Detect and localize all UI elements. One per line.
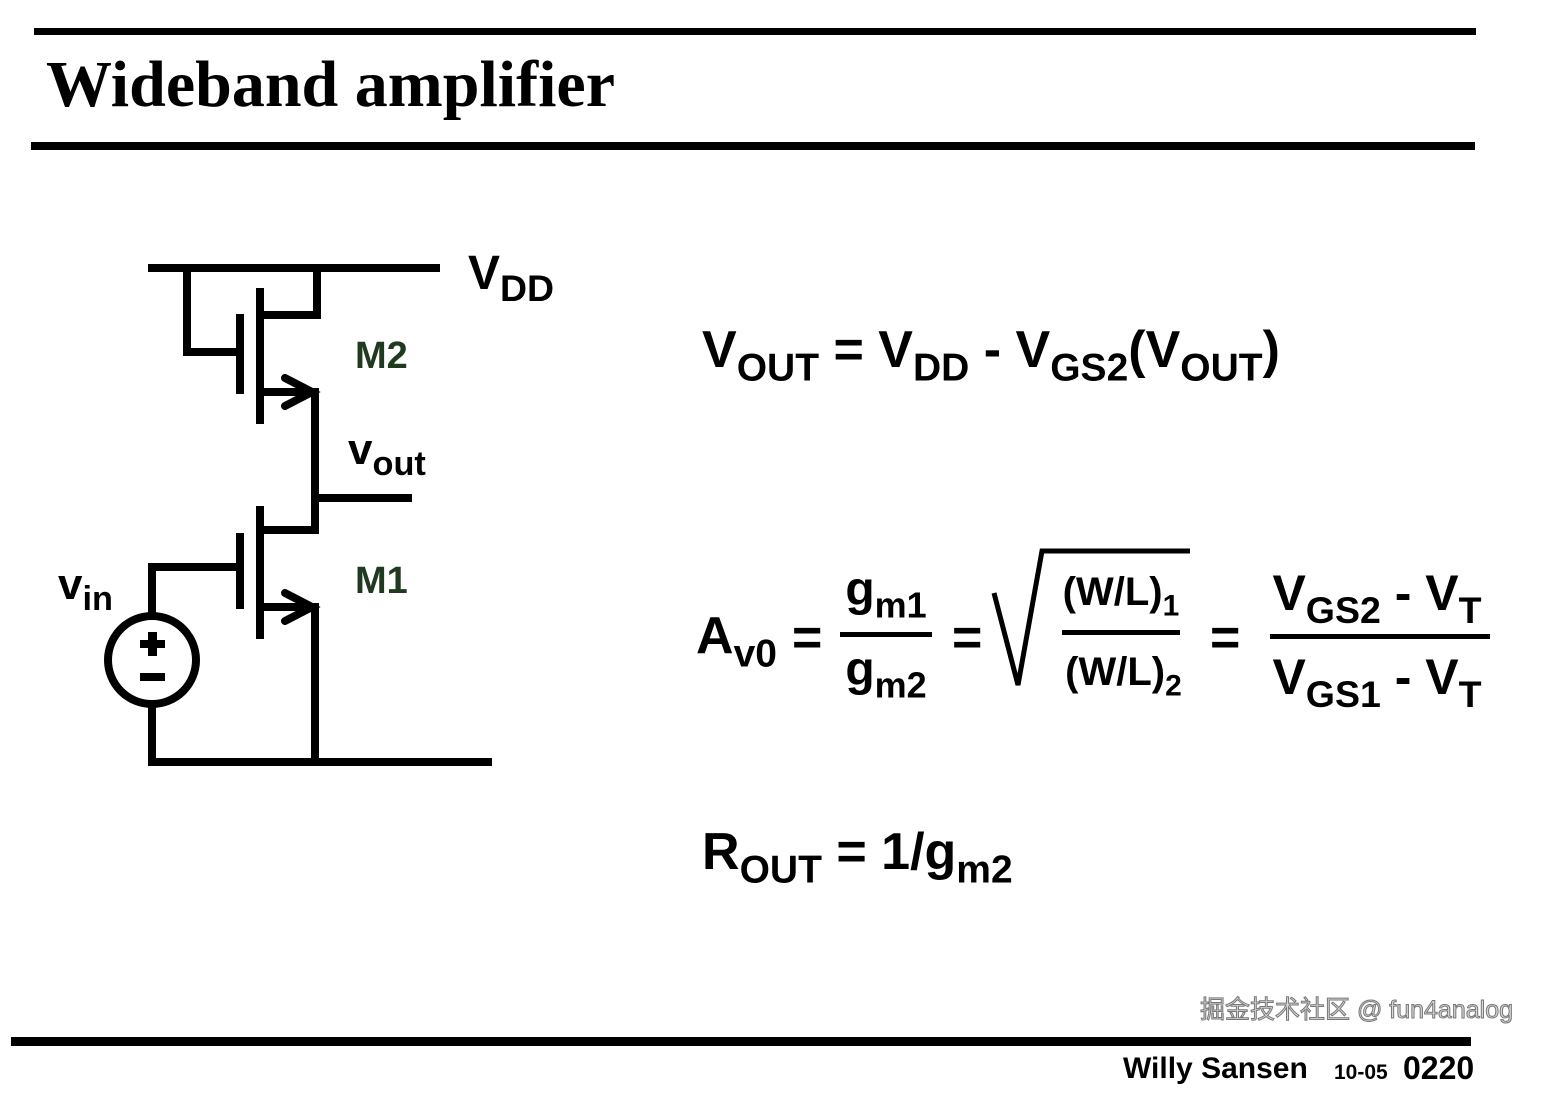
top-rule <box>34 28 1476 35</box>
circuit-diagram <box>104 264 492 766</box>
watermark: 掘金技术社区 @ fun4analog <box>1199 996 1514 1024</box>
gain-lhs: Av0 <box>696 607 777 676</box>
equals-sign: = <box>792 609 823 667</box>
wl2-denominator: (W/L)2 <box>1065 650 1182 703</box>
vgs1-denominator: VGS1 - VT <box>1272 649 1482 716</box>
equals-sign: = <box>1210 609 1241 667</box>
m1-gate-wire <box>148 563 244 619</box>
slide-title: Wideband amplifier <box>46 48 616 121</box>
vgs2-numerator: VGS2 - VT <box>1272 565 1482 632</box>
fraction-bar <box>1062 630 1180 635</box>
m2-drain-wire <box>256 264 321 319</box>
voltage-source-icon <box>104 612 200 708</box>
m1-label: M1 <box>355 560 408 602</box>
fraction-bar <box>840 632 932 637</box>
vdd-label: VDD <box>468 247 555 309</box>
bottom-rule <box>11 1037 1471 1046</box>
footer-author: Willy Sansen <box>1123 1052 1308 1085</box>
gm2-denominator: gm2 <box>845 643 927 706</box>
vout-label: vout <box>348 425 426 483</box>
title-underline <box>31 142 1475 150</box>
wl1-numerator: (W/L)1 <box>1062 570 1180 623</box>
rout-equation: ROUT = 1/gm2 <box>702 823 1013 892</box>
gm1-numerator: gm1 <box>845 563 927 626</box>
vout-equation: VOUT = VDD - VGS2(VOUT) <box>702 321 1280 390</box>
footer-chapter: 10-05 <box>1334 1061 1388 1084</box>
footer-page: 0220 <box>1403 1050 1475 1086</box>
square-root-icon <box>991 548 1190 686</box>
m2-label: M2 <box>355 335 408 377</box>
fraction-bar <box>1270 634 1490 639</box>
minus-icon <box>140 673 165 681</box>
vin-label: vin <box>58 560 113 618</box>
equals-sign: = <box>952 609 983 667</box>
m2-gate-wire <box>183 264 244 356</box>
